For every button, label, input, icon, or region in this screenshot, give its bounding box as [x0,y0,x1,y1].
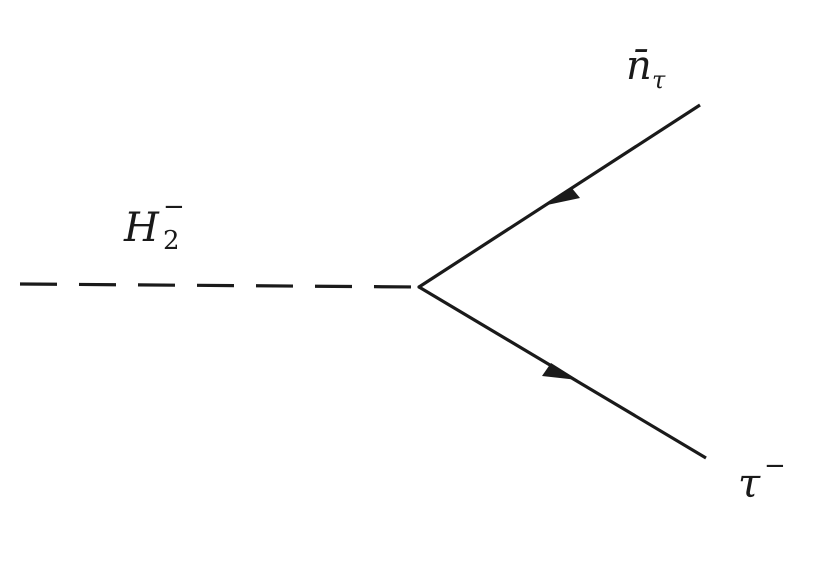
antineutrino-subscript: τ [652,66,666,94]
scalar-subscript: 2 [163,226,180,256]
scalar-propagator-line [19,282,420,289]
tau-label: τ − [738,451,786,507]
tau-symbol: τ [738,461,761,507]
antineutrino-label: n̄ τ [626,43,666,94]
antineutrino-arrow [547,187,580,205]
scalar-superscript: − [163,192,185,222]
vertex [417,285,421,289]
scalar-symbol: H [123,205,160,251]
antineutrino-symbol: n̄ [626,43,652,89]
tau-arrow [542,363,578,380]
tau-superscript: − [764,451,786,481]
scalar-label: H − 2 [123,192,185,256]
